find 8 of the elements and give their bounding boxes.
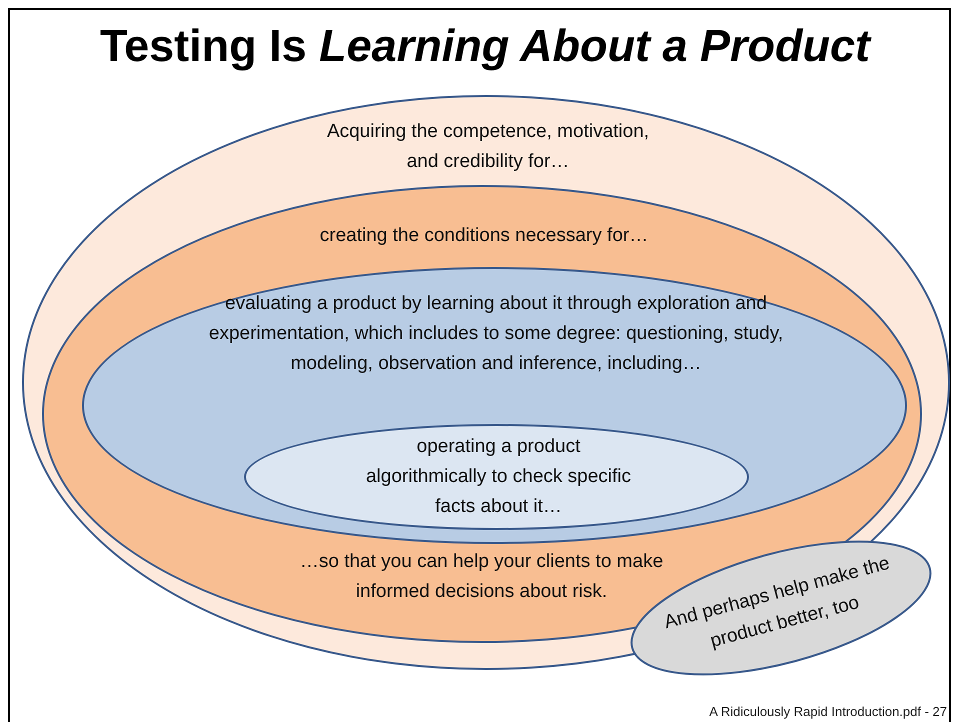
slide-title: Testing Is Learning About a Product (98, 20, 872, 72)
ellipse-text: creating the conditions necessary for… (318, 224, 650, 248)
ellipse-text: And perhaps help make the product better, too (662, 552, 893, 654)
ellipse-text: Acquiring the competence, motivation, and credibility for… (326, 120, 650, 174)
footer-text: A Ridiculously Rapid Introduction.pdf - 27 (709, 704, 947, 719)
ellipse-text: evaluating a product by learning about it through exploration and experimentation, which includes to some degree: questioning, study, modeling, observation and inference, including… (208, 292, 784, 376)
ellipse-text: …so that you can help your clients to make informed decisions about risk. (298, 550, 664, 604)
ellipse-text: operating a product algorithmically to check specific facts about it… (364, 435, 632, 519)
